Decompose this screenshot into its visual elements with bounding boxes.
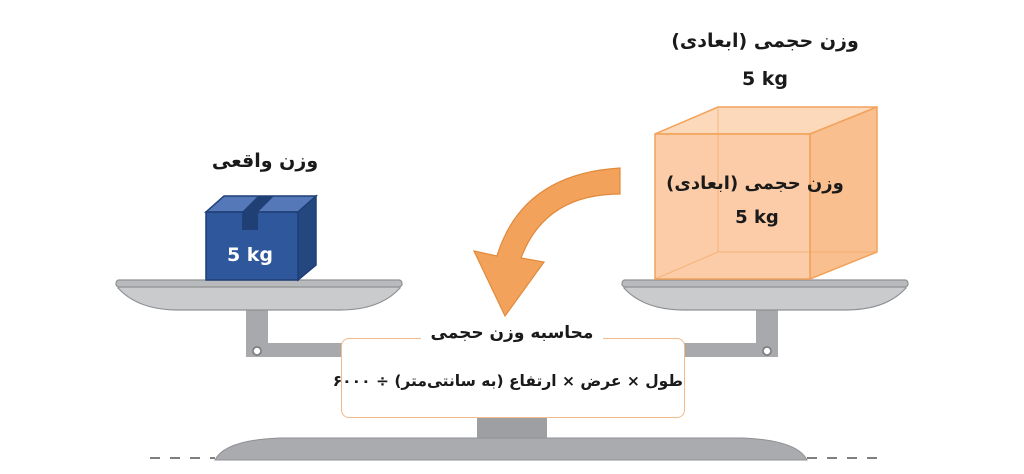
left-scale-arm — [246, 305, 356, 357]
blue-package — [204, 194, 318, 282]
cube-weight-value: 5 kg — [735, 207, 779, 228]
cube-weight-title: وزن حجمی (ابعادی) — [666, 173, 844, 194]
formula-title: محاسبه وزن حجمی — [341, 323, 683, 343]
formula-card — [341, 338, 685, 418]
right-scale-pan — [621, 279, 909, 311]
volumetric-weight-value: 5 kg — [741, 68, 789, 90]
volumetric-cube — [654, 105, 878, 281]
curved-arrow — [472, 167, 621, 318]
volumetric-weight-title: وزن حجمی (ابعادی) — [671, 30, 859, 52]
right-scale-arm — [668, 305, 778, 357]
actual-weight-value: 5 kg — [226, 244, 274, 266]
left-scale-pan — [115, 279, 403, 311]
formula-expression: طول × عرض × ارتفاع (به سانتی‌متر) ÷ ۶۰۰۰ — [332, 372, 683, 390]
actual-weight-title: وزن واقعی — [211, 150, 319, 172]
